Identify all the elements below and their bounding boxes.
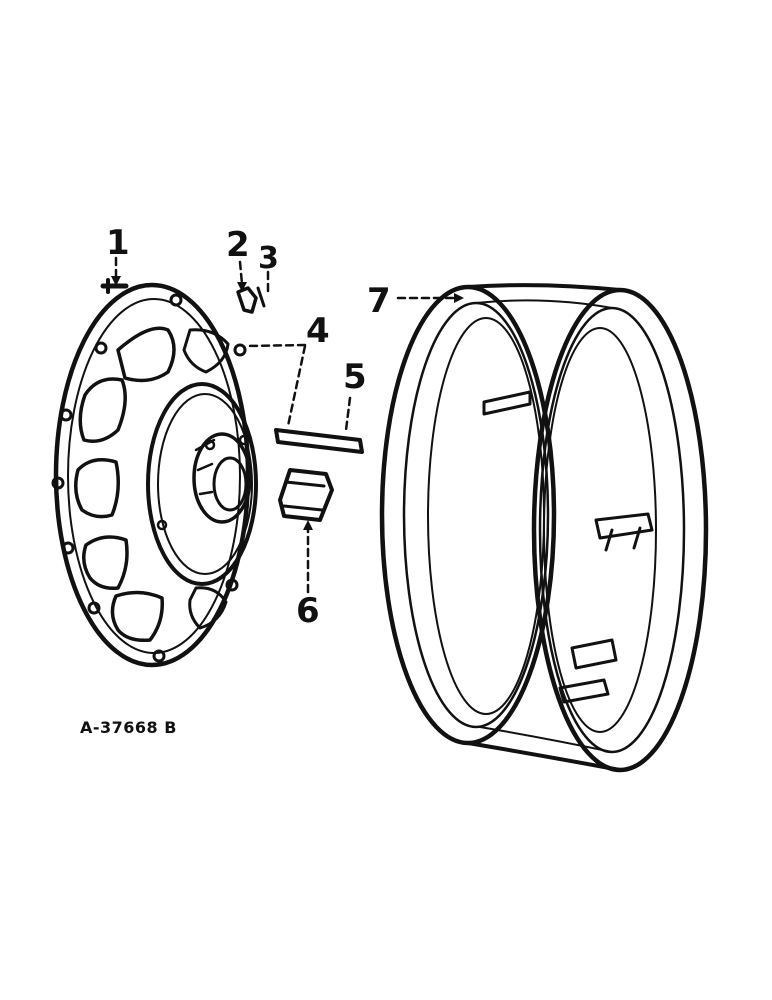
- figure-id-label: A-37668 B: [80, 718, 177, 737]
- leader-lines: [114, 256, 458, 594]
- wedge-part: [278, 468, 334, 522]
- callout-3: 3: [258, 241, 279, 276]
- callout-2: 2: [226, 225, 250, 265]
- wheel-rim: [379, 283, 709, 773]
- callout-6: 6: [296, 591, 320, 631]
- callout-1: 1: [106, 223, 130, 263]
- clip-part: [236, 286, 266, 314]
- wheel-disc: [51, 282, 258, 668]
- callout-5: 5: [343, 357, 367, 397]
- bolt-part: [100, 278, 129, 294]
- callout-4: 4: [306, 311, 330, 351]
- key-part: [274, 428, 364, 454]
- callout-7: 7: [367, 281, 391, 321]
- arrowheads: [111, 276, 464, 530]
